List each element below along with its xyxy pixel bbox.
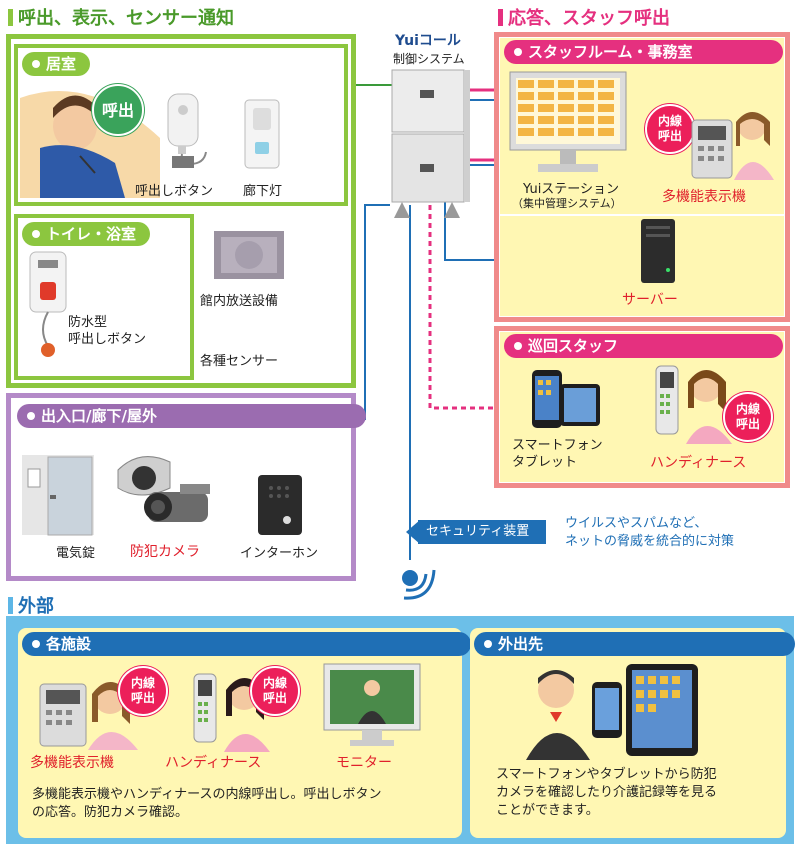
facility-handy-nurse-label: ハンディナース [165, 755, 262, 771]
smartphone-tablet-icon [530, 368, 600, 428]
badge-facility1-line1: 内線 [130, 676, 155, 690]
intercom-icon [257, 474, 303, 536]
panel-toilet-title: トイレ・浴室 [46, 225, 137, 243]
security-arrow-icon [406, 520, 420, 544]
smartphone-label: スマートフォン [512, 438, 603, 453]
hall-light-label: 廊下灯 [243, 184, 283, 199]
outing-desc-line1: スマートフォンやタブレットから防犯 [496, 767, 717, 782]
outing-desc-line2: カメラを確認したり介護記録等を見る [496, 785, 718, 800]
extension-call-badge-staff-room: 内線呼出 [645, 104, 695, 154]
monitor-icon [322, 662, 422, 750]
electric-lock-icon [22, 455, 94, 536]
handy-nurse-label: ハンディナース [650, 455, 747, 471]
security-camera-icon [110, 448, 220, 538]
yui-station-label: Yuiステーション [523, 182, 620, 197]
panel-toilet-label: トイレ・浴室 [22, 222, 151, 246]
extension-call-badge-facility-2: 内線呼出 [250, 666, 300, 716]
section-title-external-text: 外部 [18, 596, 54, 617]
facilities-description: 多機能表示機やハンディナースの内線呼出し。呼出しボタン の応答。防犯カメラ確認。 [32, 786, 381, 822]
server-label: サーバー [622, 292, 678, 308]
badge-staff-room-line2: 呼出 [657, 129, 682, 143]
multi-display-phone-icon [690, 100, 776, 180]
security-device-text: セキュリティ装置 [426, 524, 530, 539]
waterproof-button-icon [28, 250, 68, 360]
panel-room-title: 居室 [46, 55, 77, 73]
system-name: 制御システム [393, 52, 465, 66]
badge-facility1-line2: 呼出 [130, 691, 155, 705]
waterproof-button-label: 防水型 呼出しボタン [68, 314, 146, 348]
yui-station-sublabel: （集中管理システム） [512, 197, 622, 210]
speaker-icon [213, 230, 284, 280]
panel-outing-title: 外出先 [498, 635, 544, 653]
intercom-label: インターホン [240, 546, 319, 561]
badge-patrol-line1: 内線 [735, 402, 760, 416]
section-title-call-display-text: 呼出、表示、センサー通知 [18, 8, 234, 29]
sensors-label: 各種センサー [200, 354, 279, 369]
yui-station-icon [508, 70, 628, 178]
panel-patrol-label: 巡回スタッフ [504, 334, 783, 358]
monitor-label: モニター [336, 755, 392, 771]
security-desc-line1: ウイルスやスパムなど、 [565, 516, 708, 531]
call-badge-room: 呼出 [92, 84, 144, 136]
call-button-label: 呼出しボタン [135, 184, 214, 199]
panel-facilities-label: 各施設 [22, 632, 471, 656]
control-unit-icon [390, 68, 470, 220]
hall-light-icon [243, 98, 280, 169]
call-badge-room-text: 呼出 [101, 100, 134, 120]
panel-room-label: 居室 [22, 52, 91, 76]
server-icon [640, 218, 676, 284]
section-title-response-text: 応答、スタッフ呼出 [508, 8, 670, 29]
waterproof-button-line1: 防水型 [68, 315, 108, 330]
system-brand: Yuiコール [395, 33, 461, 49]
security-description: ウイルスやスパムなど、 ネットの脅威を統合的に対策 [565, 515, 734, 551]
section-title-call-display: 呼出、表示、センサー通知 [8, 4, 234, 30]
badge-patrol-line2: 呼出 [735, 417, 760, 431]
call-button-icon [160, 92, 210, 168]
outing-description: スマートフォンやタブレットから防犯 カメラを確認したり介護記録等を見る ことがで… [496, 766, 717, 820]
extension-call-badge-patrol: 内線呼出 [723, 392, 773, 442]
outing-desc-line3: ことができます。 [496, 803, 599, 818]
security-camera-label: 防犯カメラ [130, 544, 200, 560]
smartphone-tablet-label: スマートフォン タブレット [512, 437, 603, 471]
facilities-desc-line2: の応答。防犯カメラ確認。 [32, 805, 189, 820]
badge-facility2-line1: 内線 [262, 676, 287, 690]
tablet-label: タブレット [512, 455, 578, 470]
panel-entrance-title: 出入口/廊下/屋外 [41, 407, 157, 425]
security-device-label: セキュリティ装置 [418, 520, 546, 544]
waterproof-button-line2: 呼出しボタン [68, 332, 147, 347]
multi-display-label: 多機能表示機 [662, 189, 746, 205]
electric-lock-label: 電気錠 [56, 546, 96, 561]
panel-outing-label: 外出先 [474, 632, 795, 656]
panel-patrol-title: 巡回スタッフ [528, 337, 619, 355]
badge-facility2-line2: 呼出 [262, 691, 287, 705]
facilities-desc-line1: 多機能表示機やハンディナースの内線呼出し。呼出しボタン [32, 787, 382, 802]
panel-staff-room-title: スタッフルーム・事務室 [528, 43, 693, 61]
handy-nurse-icon [652, 356, 732, 444]
security-desc-line2: ネットの脅威を統合的に対策 [565, 534, 735, 549]
panel-staff-room-label: スタッフルーム・事務室 [504, 40, 783, 64]
extension-call-badge-facility-1: 内線呼出 [118, 666, 168, 716]
wireless-signal-icon [402, 569, 436, 600]
badge-staff-room-line1: 内線 [657, 114, 682, 128]
section-title-external: 外部 [8, 592, 54, 618]
panel-entrance-label: 出入口/廊下/屋外 [17, 404, 366, 428]
facility-multi-display-label: 多機能表示機 [30, 755, 114, 771]
outing-devices-icon [520, 660, 700, 760]
panel-facilities-title: 各施設 [46, 635, 92, 653]
panel-facilities: 各施設 [18, 628, 471, 838]
broadcast-label: 館内放送設備 [200, 294, 279, 309]
section-title-response: 応答、スタッフ呼出 [498, 4, 670, 30]
